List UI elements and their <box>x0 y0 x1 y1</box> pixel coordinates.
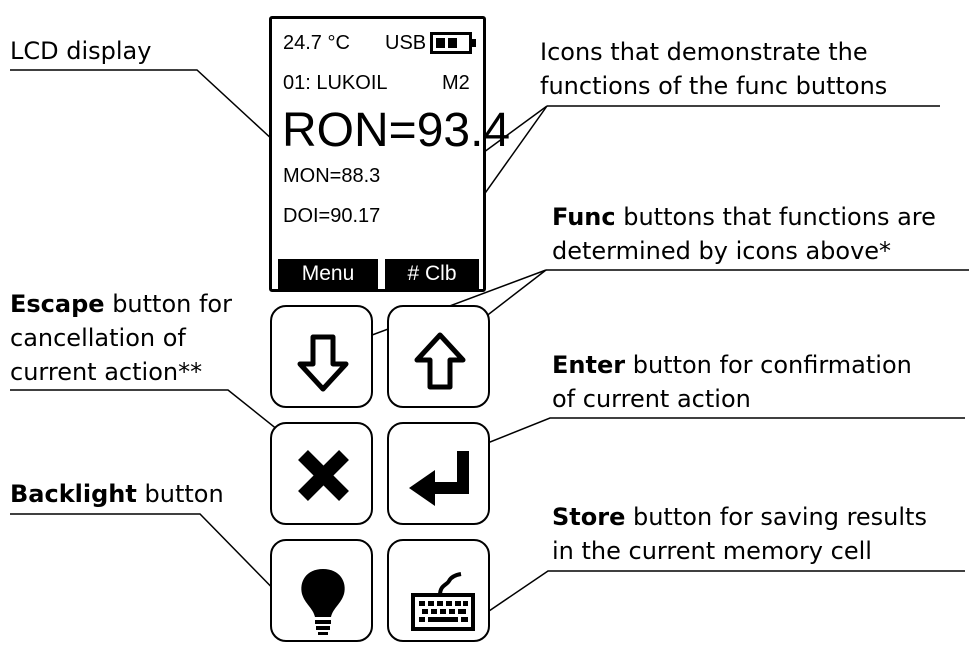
cross-icon <box>298 450 349 501</box>
power-source-label: USB <box>385 32 427 54</box>
escape-label: Escape button for cancellation of curren… <box>10 287 232 389</box>
store-label-line2: in the current memory cell <box>552 537 872 565</box>
escape-button[interactable] <box>270 422 373 525</box>
lcd-display-leader <box>10 69 301 166</box>
lcd-display-label: LCD display <box>10 37 152 65</box>
func-down-button[interactable] <box>270 305 373 408</box>
store-label-bold: Store <box>552 503 626 531</box>
store-leader <box>463 570 965 629</box>
mon-value: MON=88.3 <box>283 165 381 187</box>
arrow-down-icon <box>297 334 349 392</box>
icons-label-line2: functions of the func buttons <box>540 72 888 100</box>
func-label-line2: determined by icons above* <box>552 237 892 265</box>
func-up-button[interactable] <box>387 305 490 408</box>
enter-leader <box>464 417 965 453</box>
temperature-readout: 24.7 °C <box>283 32 350 54</box>
softkey-menu: Menu <box>278 259 378 289</box>
lcd-display: 24.7 °C USB 01: LUKOIL M2 RON=93.4 MON=8… <box>269 16 510 292</box>
enter-label-bold: Enter <box>552 351 626 379</box>
ron-value: RON=93.4 <box>282 104 511 157</box>
keyboard-icon <box>411 572 475 631</box>
icons-label: Icons that demonstrate the functions of … <box>540 35 887 103</box>
arrow-up-icon <box>414 332 466 390</box>
func-label-bold: Func <box>552 203 616 231</box>
escape-label-line3: current action** <box>10 358 203 386</box>
memory-entry-label: 01: LUKOIL <box>283 72 388 94</box>
softkey-clb: # Clb <box>385 259 479 289</box>
backlight-leader <box>10 513 293 609</box>
doi-value: DOI=90.17 <box>283 205 381 227</box>
backlight-label: Backlight button <box>10 480 224 508</box>
enter-arrow-icon <box>409 451 469 506</box>
battery-icon <box>430 32 476 54</box>
enter-label: Enter button for confirmation of current… <box>552 348 912 416</box>
escape-label-bold: Escape <box>10 290 105 318</box>
store-button[interactable] <box>387 539 490 642</box>
backlight-button[interactable] <box>270 539 373 642</box>
enter-label-line2: of current action <box>552 385 751 413</box>
icons-label-line1: Icons that demonstrate the <box>540 38 868 66</box>
light-bulb-icon <box>301 569 345 635</box>
backlight-label-bold: Backlight <box>10 480 137 508</box>
escape-label-line2: cancellation of <box>10 324 186 352</box>
mode-indicator: M2 <box>442 72 470 94</box>
enter-button[interactable] <box>387 422 490 525</box>
func-buttons-label: Func buttons that functions are determin… <box>552 200 936 268</box>
store-label: Store button for saving results in the c… <box>552 500 927 568</box>
